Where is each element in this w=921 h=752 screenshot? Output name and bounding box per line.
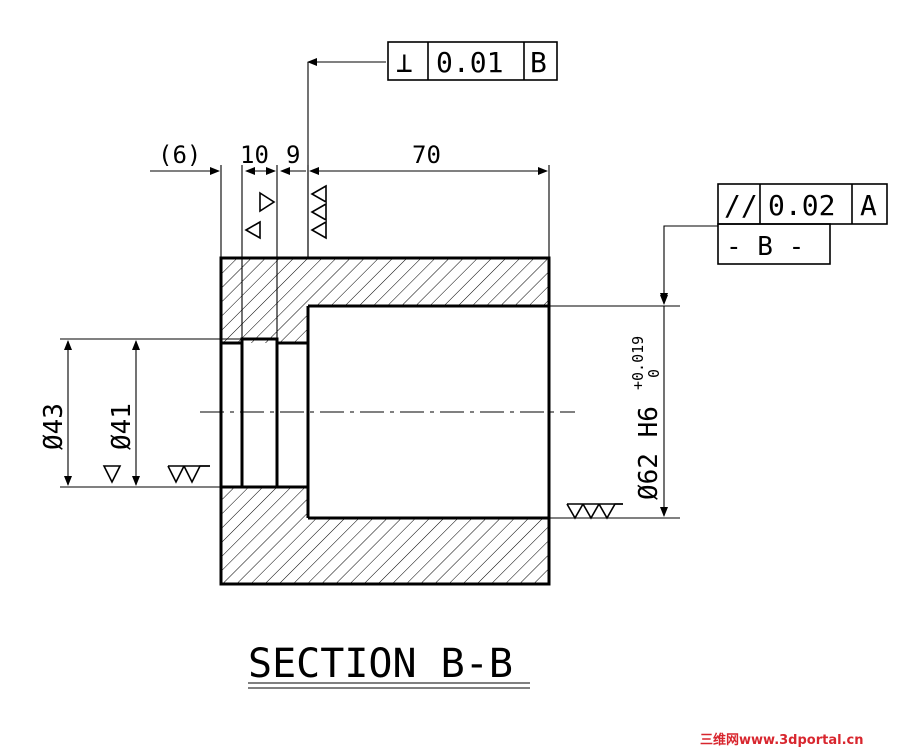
watermark: 三维网www.3dportal.cn — [700, 732, 863, 748]
parallelism-value: 0.02 — [768, 189, 835, 222]
surface-finish-marks-top — [244, 184, 327, 240]
dim-ref-width: (6) — [158, 141, 201, 169]
top-dimension-chain: (6) 10 9 70 — [150, 141, 550, 340]
perpendicularity-frame: ⊥ 0.01 B — [307, 41, 558, 258]
section-title-group: SECTION B-B — [248, 641, 530, 689]
main-bore-dimension: Ø62 H6 +0.019 0 — [549, 290, 680, 520]
parallelism-symbol: // — [724, 189, 758, 222]
section-title: SECTION B-B — [248, 641, 513, 687]
dim-tol-lower: 0 — [645, 369, 663, 378]
dim-inner-bore: Ø41 — [107, 403, 137, 450]
dim-main-bore: Ø62 H6 — [634, 406, 664, 500]
perpendicularity-datum: B — [530, 46, 547, 79]
part-section — [200, 256, 575, 586]
dim-width-10: 10 — [240, 141, 269, 169]
perpendicularity-value: 0.01 — [436, 46, 503, 79]
perpendicularity-symbol: ⊥ — [396, 46, 413, 79]
dim-width-9: 9 — [286, 141, 300, 169]
surface-finish-marks-bore — [566, 503, 623, 520]
dim-length: 70 — [412, 141, 441, 169]
dim-tol-upper: +0.019 — [629, 336, 647, 390]
surface-finish-marks-left — [102, 465, 210, 484]
datum-b-label: - B - — [726, 232, 804, 262]
parallelism-datum: A — [860, 189, 877, 222]
parallelism-frame: // 0.02 A - B - — [660, 183, 888, 303]
left-diameter-dimensions: Ø43 Ø41 — [39, 338, 242, 488]
dim-outer-bore: Ø43 — [39, 403, 69, 450]
